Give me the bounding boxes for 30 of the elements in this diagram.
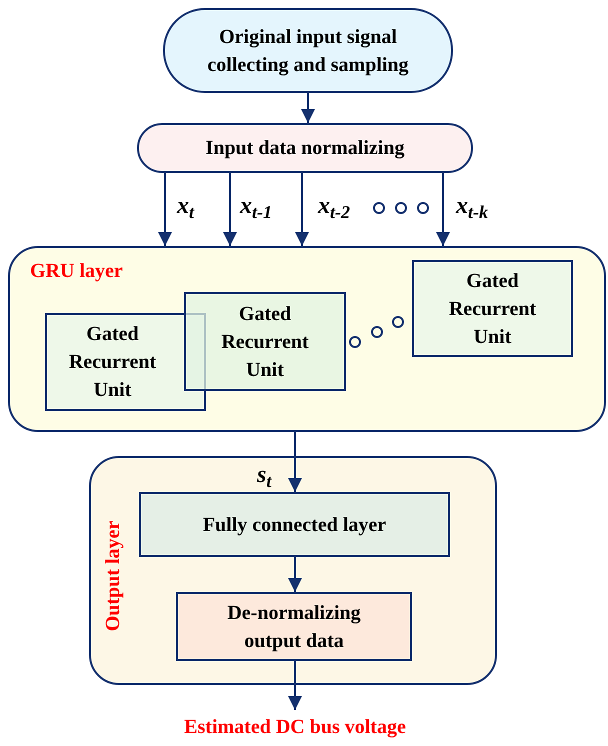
box-text: De-normalizing output data <box>226 600 362 654</box>
arrow <box>295 173 309 246</box>
arrow <box>288 432 302 492</box>
layer-container <box>8 246 606 432</box>
edge-label: x$_{t-2}$ <box>318 194 350 218</box>
edge-label: x$_{t}$ <box>177 194 194 218</box>
box-text: Fully connected layer <box>202 512 386 538</box>
edge-label: x$_{t-k}$ <box>456 194 488 218</box>
box-text: Gated Recurrent Unit <box>448 268 538 350</box>
process-box <box>137 123 473 173</box>
arrow <box>301 93 315 123</box>
arrow <box>288 661 302 710</box>
edge-label: s$_{t}$ <box>257 463 272 487</box>
layer-container <box>89 456 497 685</box>
unit-box <box>184 292 346 391</box>
output-label: Estimated DC bus voltage <box>184 715 406 740</box>
arrow <box>158 173 172 246</box>
box-text: Original input signal collecting and sampling <box>206 24 410 78</box>
arrow <box>288 557 302 592</box>
box-text: Gated Recurrent Unit <box>68 322 158 403</box>
layer-title: Output layer <box>103 520 123 632</box>
box-text: Gated Recurrent Unit <box>220 302 310 382</box>
arrow <box>223 173 237 246</box>
arrow <box>436 173 450 246</box>
box-text: Input data normalizing <box>206 136 404 161</box>
layer-title: GRU layer <box>30 259 123 284</box>
unit-box <box>412 260 573 357</box>
process-box <box>176 592 412 661</box>
process-box <box>139 492 450 557</box>
edge-label: x$_{t-1}$ <box>240 194 272 218</box>
